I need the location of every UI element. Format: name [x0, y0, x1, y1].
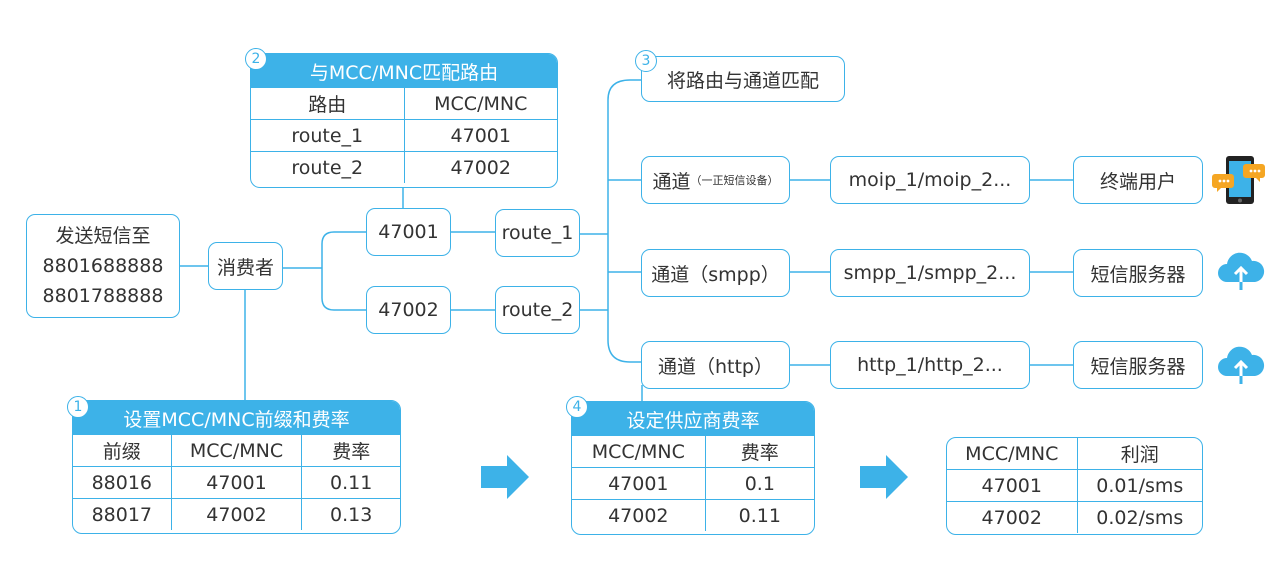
step1-header: 费率 [332, 441, 371, 463]
connection-smpp: smpp_1/smpp_2... [830, 249, 1030, 297]
sender-number-2: 8801788888 [42, 285, 164, 307]
step1-header: MCC/MNC [171, 435, 303, 467]
table-cell: route_2 [251, 151, 405, 183]
table-row: route_1 47001 [251, 119, 557, 152]
connection-moip: moip_1/moip_2... [830, 156, 1030, 204]
table-cell: 47001 [947, 469, 1078, 502]
table-cell: 0.01/sms [1077, 469, 1202, 502]
step2-route-table: 与MCC/MNC匹配路由 路由 MCC/MNC route_1 47001 ro… [250, 53, 558, 188]
table-cell: 47001 [171, 466, 303, 499]
mcc-node-47002: 47002 [366, 286, 451, 334]
step1-header: 前缀 [73, 435, 172, 467]
sender-box: 发送短信至 8801688888 8801788888 [26, 214, 180, 318]
step1-badge: 1 [67, 396, 89, 418]
table-cell: 88017 [73, 498, 172, 530]
arrow-right-icon [860, 455, 908, 499]
step4-supplier-table: 设定供应商费率 MCC/MNC 费率 47001 0.1 47002 0.11 [571, 401, 815, 535]
sender-label: 发送短信至 [55, 225, 151, 247]
table-row: route_2 47002 [251, 151, 557, 183]
dest-end-user: 终端用户 [1073, 156, 1203, 204]
profit-header: MCC/MNC [947, 438, 1078, 470]
table-row: 47002 0.02/sms [947, 501, 1202, 533]
cloud-upload-icon [1218, 252, 1265, 290]
sender-number-1: 8801688888 [42, 255, 164, 277]
profit-table-body: MCC/MNC 利润 47001 0.01/sms 47002 0.02/sms [947, 438, 1202, 533]
table-row: 47001 0.1 [572, 467, 814, 500]
table-cell: 0.13 [301, 498, 400, 530]
table-cell: 47002 [947, 501, 1078, 533]
cloud-upload-icon [1218, 346, 1265, 384]
step2-table: 路由 MCC/MNC route_1 47001 route_2 47002 [251, 88, 557, 183]
table-cell: 47002 [404, 151, 557, 183]
step4-header: 费率 [740, 442, 779, 464]
dest-sms-server-2: 短信服务器 [1073, 341, 1203, 389]
channel-device: 通道（一正短信设备） [641, 156, 790, 204]
step2-badge: 2 [245, 48, 267, 70]
phone-chat-icon [1212, 156, 1265, 204]
table-cell: 47002 [171, 498, 303, 530]
table-row: 47001 0.01/sms [947, 469, 1202, 502]
step4-title: 设定供应商费率 [572, 402, 814, 436]
dest-sms-server-1: 短信服务器 [1073, 249, 1203, 297]
step3-badge: 3 [635, 50, 657, 72]
step1-table: 前缀 MCC/MNC 费率 88016 47001 0.11 88017 470… [73, 435, 400, 530]
profit-table: MCC/MNC 利润 47001 0.01/sms 47002 0.02/sms [946, 437, 1203, 535]
step3-box: 将路由与通道匹配 [641, 56, 845, 102]
step2-title: 与MCC/MNC匹配路由 [251, 54, 557, 88]
channel-http: 通道（http） [641, 341, 790, 389]
table-cell: 0.1 [705, 467, 814, 500]
profit-header: 利润 [1120, 444, 1159, 466]
table-row: 88016 47001 0.11 [73, 466, 400, 499]
channel-note: （一正短信设备） [690, 174, 779, 187]
step4-table: MCC/MNC 费率 47001 0.1 47002 0.11 [572, 436, 814, 531]
table-cell: 47001 [572, 467, 706, 500]
mcc-node-47001: 47001 [366, 208, 451, 256]
table-cell: 0.11 [301, 466, 400, 499]
table-cell: 88016 [73, 466, 172, 499]
table-cell: 47001 [404, 119, 557, 152]
table-row: 47002 0.11 [572, 499, 814, 531]
step2-header: MCC/MNC [434, 92, 528, 115]
step4-badge: 4 [566, 396, 588, 418]
table-cell: 0.11 [705, 499, 814, 531]
table-row: 88017 47002 0.13 [73, 498, 400, 530]
route-node-1: route_1 [495, 209, 580, 257]
consumer-node: 消费者 [208, 242, 283, 290]
step1-prefix-table: 设置MCC/MNC前缀和费率 前缀 MCC/MNC 费率 88016 47001… [72, 400, 401, 534]
channel-smpp: 通道（smpp） [641, 249, 790, 297]
step4-header: MCC/MNC [572, 436, 706, 468]
channel-label: 通道 [652, 170, 691, 193]
table-cell: 47002 [572, 499, 706, 531]
step1-title: 设置MCC/MNC前缀和费率 [73, 401, 400, 435]
route-node-2: route_2 [495, 286, 580, 334]
connection-http: http_1/http_2... [830, 341, 1030, 389]
step2-header: 路由 [251, 88, 405, 120]
arrow-right-icon [481, 455, 529, 499]
table-cell: 0.02/sms [1077, 501, 1202, 533]
table-cell: route_1 [251, 119, 405, 152]
